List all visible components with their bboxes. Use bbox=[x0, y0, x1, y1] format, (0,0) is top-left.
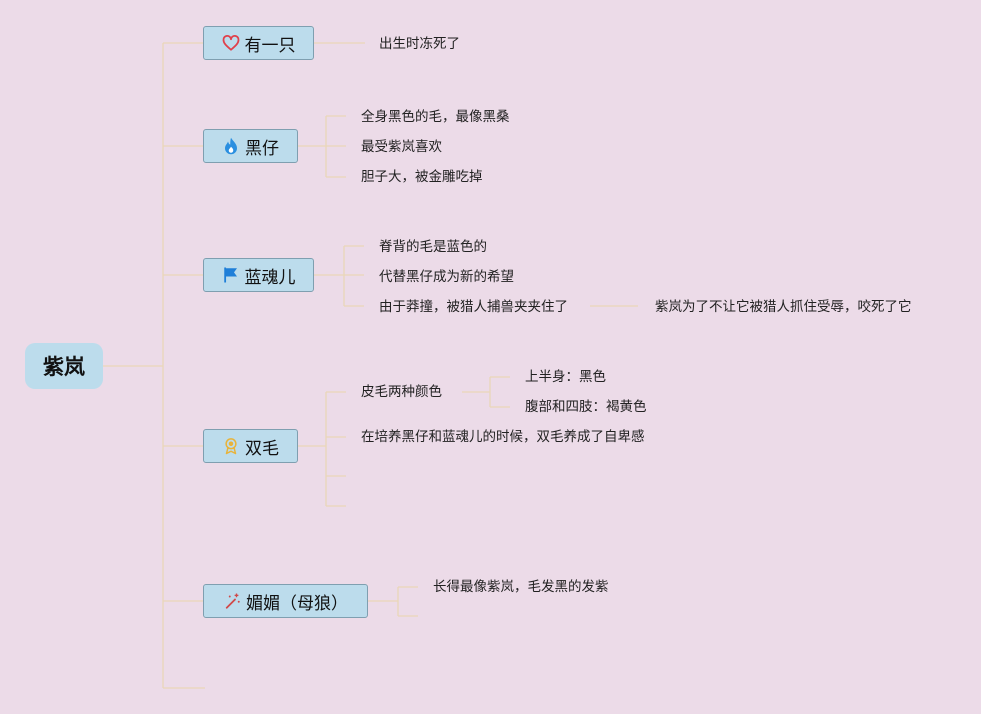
branch-node-3[interactable]: 蓝魂儿 bbox=[203, 258, 314, 292]
leaf-text[interactable]: 由于莽撞，被猎人捕兽夹夹住了 bbox=[379, 299, 568, 315]
leaf-text[interactable]: 全身黑色的毛，最像黑桑 bbox=[361, 109, 510, 125]
heart-icon bbox=[222, 34, 240, 52]
leaf-subtext[interactable]: 腹部和四肢：褐黄色 bbox=[525, 399, 647, 415]
leaf-text[interactable]: 长得最像紫岚，毛发黑的发紫 bbox=[433, 579, 609, 595]
branch-node-5[interactable]: 媚媚（母狼） bbox=[203, 584, 368, 618]
branch-label: 媚媚（母狼） bbox=[246, 593, 348, 614]
leaf-text[interactable]: 皮毛两种颜色 bbox=[361, 384, 442, 400]
leaf-text[interactable]: 最受紫岚喜欢 bbox=[361, 139, 442, 155]
leaf-text[interactable]: 在培养黑仔和蓝魂儿的时候，双毛养成了自卑感 bbox=[361, 429, 645, 445]
branch-label: 双毛 bbox=[245, 438, 279, 459]
leaf-subtext[interactable]: 上半身：黑色 bbox=[525, 369, 606, 385]
leaf-text[interactable]: 脊背的毛是蓝色的 bbox=[379, 239, 487, 255]
leaf-text[interactable]: 胆子大，被金雕吃掉 bbox=[361, 169, 483, 185]
flag-icon bbox=[222, 266, 240, 284]
leaf-subtext[interactable]: 紫岚为了不让它被猎人抓住受辱，咬死了它 bbox=[655, 299, 912, 315]
branch-label: 有一只 bbox=[244, 35, 296, 56]
medal-icon bbox=[222, 437, 240, 455]
wand-icon bbox=[223, 592, 241, 610]
root-label: 紫岚 bbox=[43, 355, 85, 379]
branch-node-2[interactable]: 黑仔 bbox=[203, 129, 298, 163]
leaf-text[interactable]: 出生时冻死了 bbox=[379, 36, 460, 52]
root-node[interactable]: 紫岚 bbox=[25, 343, 103, 389]
branch-node-4[interactable]: 双毛 bbox=[203, 429, 298, 463]
flame-icon bbox=[222, 137, 240, 155]
leaf-text[interactable]: 代替黑仔成为新的希望 bbox=[379, 269, 514, 285]
branch-label: 黑仔 bbox=[245, 138, 279, 159]
branch-label: 蓝魂儿 bbox=[244, 267, 296, 288]
branch-node-1[interactable]: 有一只 bbox=[203, 26, 314, 60]
